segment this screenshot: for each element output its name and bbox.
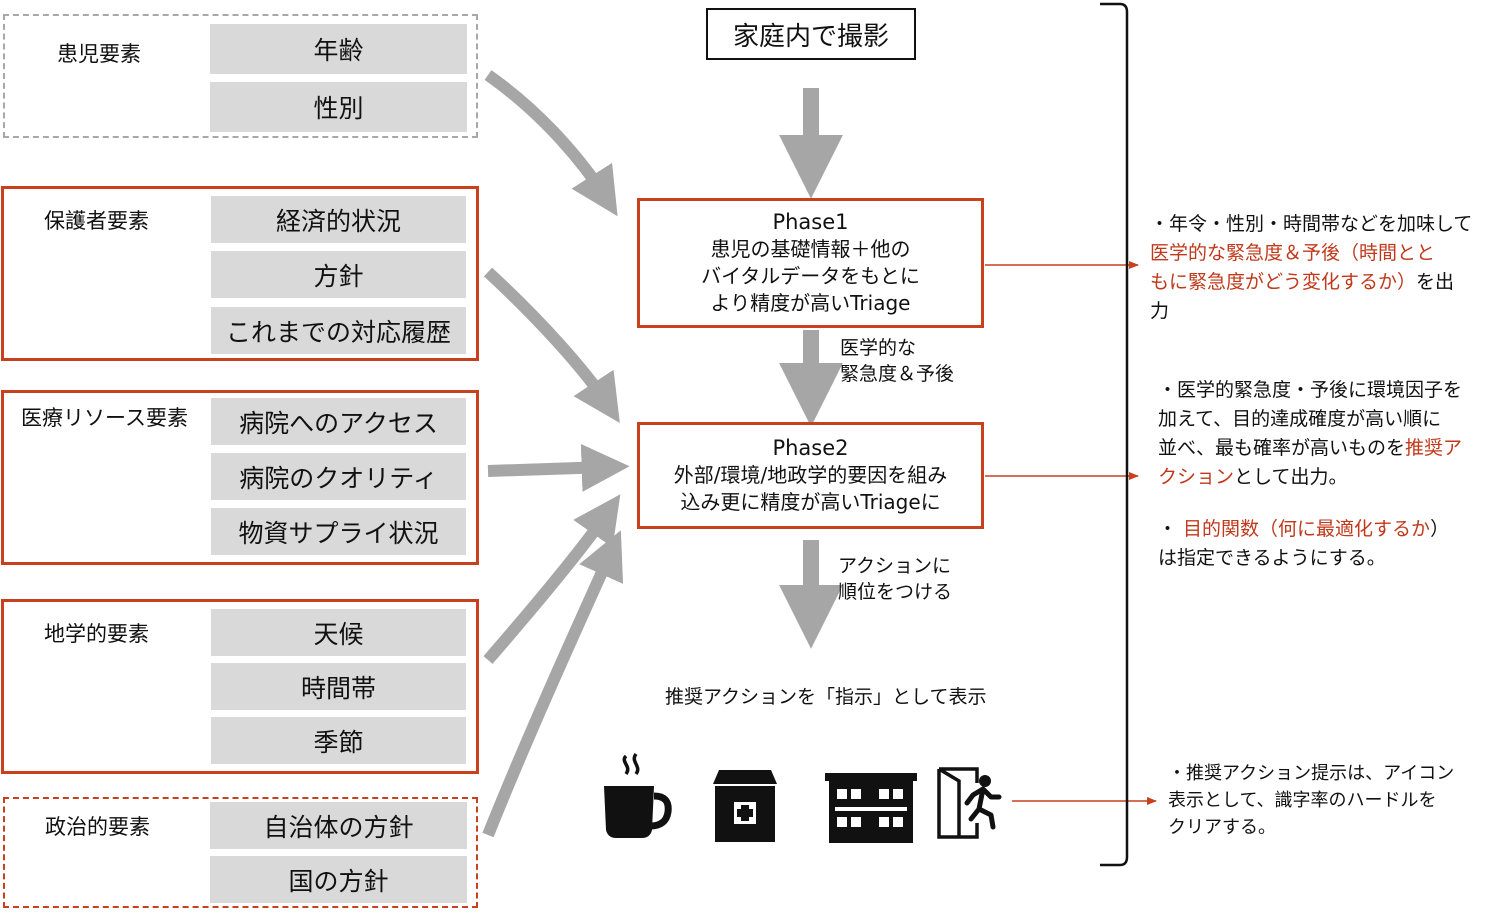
note-line: ・医学的緊急度・予後に環境因子を: [1158, 379, 1463, 401]
note-line: 表示として、識字率のハードルを: [1168, 790, 1437, 811]
arrow-medical-to-phase2: [487, 443, 630, 492]
phase2-box: Phase2 外部/環境/地政学的要因を組み 込み更に精度が高いTriageに: [637, 422, 984, 529]
factor-chip: 病院へのアクセス: [211, 398, 466, 445]
factor-group-guardian: 保護者要素 経済的状況 方針 これまでの対応履歴: [1, 186, 479, 361]
note-text: ）: [1430, 518, 1450, 540]
note-line: ・ 目的関数（何に最適化するか）: [1158, 515, 1449, 544]
emergency-exit-icon: [937, 767, 1002, 839]
step1-label-line: 緊急度＆予後: [840, 363, 955, 385]
note-text: 並べ、最も確率が高いものを: [1158, 437, 1406, 459]
note-line: クションとして出力。: [1158, 463, 1462, 492]
factor-group-medical-resource: 医療リソース要素 病院へのアクセス 病院のクオリティ 物資サプライ状況: [1, 390, 479, 565]
factor-group-political: 政治的要素 自治体の方針 国の方針: [3, 797, 478, 908]
note-line: ・推奨アクション提示は、アイコン: [1168, 763, 1455, 784]
note-line: ・年令・性別・時間帯などを加味して: [1150, 213, 1473, 235]
step1-label: 医学的な 緊急度＆予後: [840, 335, 954, 387]
display-caption: 推奨アクションを「指示」として表示: [665, 686, 987, 708]
factor-chip: 時間帯: [211, 663, 466, 710]
phase2-line: 外部/環境/地政学的要因を組み: [673, 463, 948, 487]
factor-group-geoscience: 地学的要素 天候 時間帯 季節: [1, 599, 479, 774]
step1-label-line: 医学的な: [840, 337, 917, 359]
arrow-guardian-to-phase2: [483, 267, 620, 424]
factor-chip: 年齢: [210, 24, 467, 74]
factor-group-label: 医療リソース要素: [21, 406, 188, 430]
factor-chip: これまでの対応履歴: [211, 307, 466, 354]
factor-group-label: 政治的要素: [45, 815, 150, 839]
step2-label-line: アクションに: [838, 555, 952, 577]
note-line: 加えて、目的達成確度が高い順に: [1158, 408, 1442, 430]
factor-group-label: 患児要素: [57, 42, 141, 66]
note-text: ・: [1158, 518, 1184, 540]
clinic-icon: [713, 770, 777, 842]
note-red-text: 目的関数（何に最適化するか: [1183, 518, 1431, 540]
note-phase1: ・年令・性別・時間帯などを加味して 医学的な緊急度＆予後（時間とと もに緊急度が…: [1150, 210, 1472, 326]
start-box: 家庭内で撮影: [706, 8, 916, 60]
note-red-text: 推奨ア: [1405, 437, 1463, 459]
note-phase2: ・医学的緊急度・予後に環境因子を 加えて、目的達成確度が高い順に 並べ、最も確率…: [1158, 376, 1462, 492]
note-line: クリアする。: [1168, 817, 1276, 838]
hospital-building-icon: [825, 773, 917, 843]
coffee-cup-icon: [604, 752, 672, 838]
note-line: 医学的な緊急度＆予後（時間とと: [1150, 242, 1436, 264]
phase1-box: Phase1 患児の基礎情報＋他の バイタルデータをもとに より精度が高いTri…: [637, 198, 984, 328]
note-line: 並べ、最も確率が高いものを推奨ア: [1158, 434, 1462, 463]
factor-chip: 自治体の方針: [210, 802, 467, 849]
phase2-title: Phase2: [772, 436, 849, 460]
factor-chip: 物資サプライ状況: [211, 508, 466, 555]
note-line: もに緊急度がどう変化するか）を出: [1150, 268, 1472, 297]
note-line: 力: [1150, 300, 1170, 322]
note-line: は指定できるようにする。: [1158, 547, 1386, 569]
step2-label-line: 順位をつける: [838, 581, 953, 603]
arrow-political-to-phase2: [482, 530, 624, 838]
factor-chip: 国の方針: [210, 856, 467, 903]
factor-chip: 性別: [210, 82, 467, 132]
note-red-text: もに緊急度がどう変化するか）: [1150, 271, 1417, 293]
phase1-line: 患児の基礎情報＋他の: [710, 237, 911, 261]
arrow-patient-to-phase1: [484, 70, 618, 217]
phase1-line: より精度が高いTriage: [710, 291, 911, 315]
factor-chip: 方針: [211, 251, 466, 298]
factor-group-patient: 患児要素 年齢 性別: [3, 14, 478, 138]
factor-chip: 病院のクオリティ: [211, 453, 466, 500]
note-red-text: クション: [1158, 466, 1235, 488]
factor-chip: 季節: [211, 717, 466, 764]
step2-label: アクションに 順位をつける: [838, 553, 952, 605]
note-text: を出: [1416, 271, 1455, 293]
note-objective: ・ 目的関数（何に最適化するか） は指定できるようにする。: [1158, 515, 1449, 573]
arrow-geo-to-phase2: [483, 494, 621, 664]
factor-chip: 経済的状況: [211, 196, 466, 243]
factor-group-label: 地学的要素: [44, 622, 149, 646]
factor-chip: 天候: [211, 609, 466, 656]
right-bracket: [1100, 2, 1129, 867]
factor-group-label: 保護者要素: [44, 209, 149, 233]
phase2-line: 込み更に精度が高いTriageに: [680, 490, 941, 514]
note-text: として出力。: [1234, 466, 1348, 488]
phase1-title: Phase1: [772, 210, 849, 234]
phase1-line: バイタルデータをもとに: [701, 264, 920, 288]
note-icons: ・推奨アクション提示は、アイコン 表示として、識字率のハードルを クリアする。: [1168, 760, 1454, 841]
